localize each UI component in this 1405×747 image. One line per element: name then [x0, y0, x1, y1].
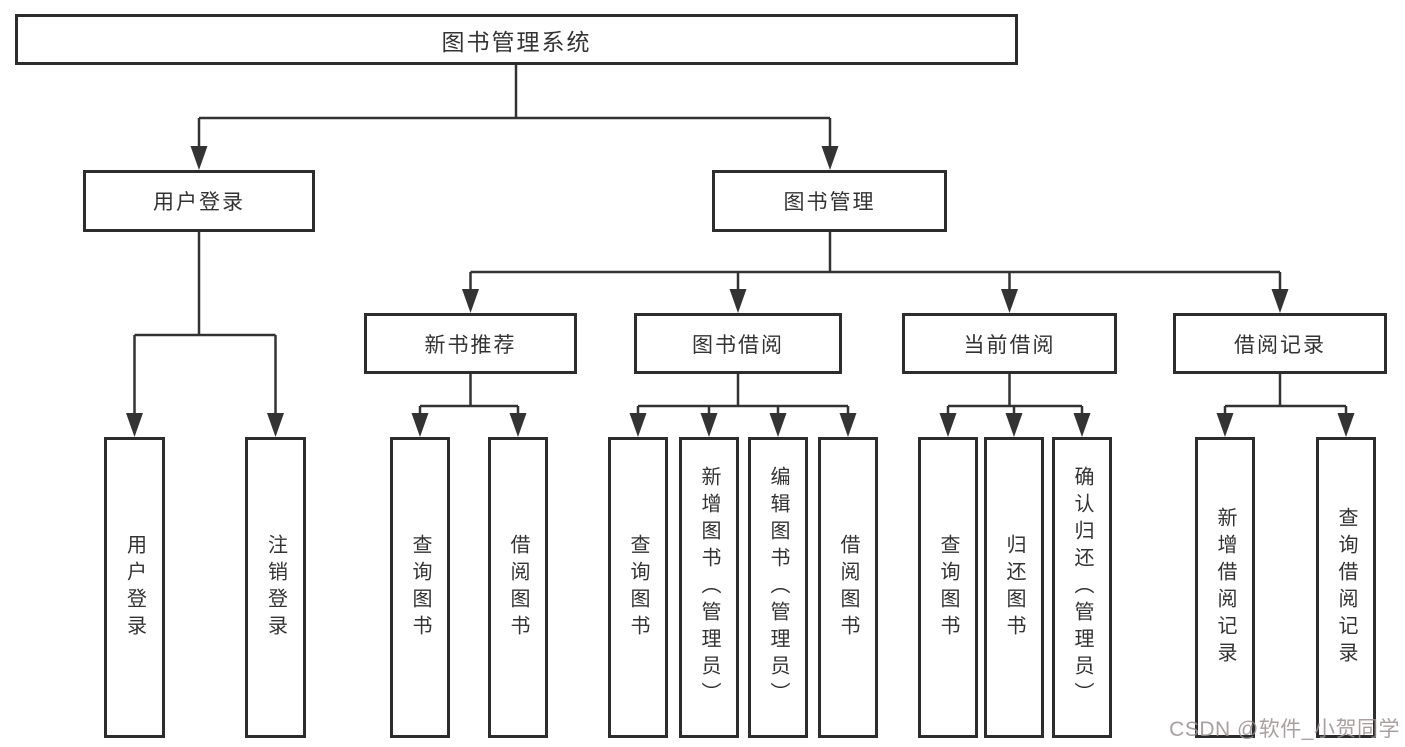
node-user-login: 用户登录 [83, 170, 315, 232]
connector-borrow-records-to-leaves [1223, 374, 1348, 419]
arrowhead-book-borrow [729, 289, 747, 313]
node-book-borrow: 图书借阅 [634, 313, 842, 374]
leaf-query-books-recommend: 查询图书 [390, 437, 450, 738]
connector-book-management-to-level3 [469, 232, 1282, 297]
arrowhead-leaf-user-login [126, 413, 143, 437]
root-node-book-management-system: 图书管理系统 [15, 14, 1018, 65]
arrowhead-current-borrow [1001, 289, 1018, 313]
leaf-query-books-current: 查询图书 [918, 437, 978, 738]
arrowhead-leaf-query-books-recommend [411, 413, 429, 437]
arrowhead-new-book-recommend [462, 289, 479, 313]
arrowhead-leaf-add-borrow-record [1216, 413, 1234, 437]
connector-user-login-to-leaves [133, 232, 277, 419]
leaf-user-login: 用户登录 [104, 437, 165, 738]
leaf-add-books-admin: 新增图书（管理员） [679, 437, 739, 738]
arrowhead-leaf-add-books [700, 413, 718, 437]
arrowhead-borrow-records [1271, 289, 1289, 313]
arrowhead-leaf-confirm-return [1073, 413, 1091, 437]
connector-book-borrow-to-leaves [636, 374, 850, 419]
arrowhead-leaf-borrow-books-recommend [509, 413, 527, 437]
node-new-book-recommend: 新书推荐 [364, 313, 577, 374]
arrowhead-leaf-logout [267, 413, 284, 437]
arrowhead-leaf-edit-books [769, 413, 787, 437]
arrowhead-leaf-borrow-books [839, 413, 857, 437]
connector-new-book-recommend-to-leaves [418, 374, 520, 419]
leaf-confirm-return-admin: 确认归还（管理员） [1052, 437, 1112, 738]
node-current-borrow: 当前借阅 [902, 313, 1117, 374]
connector-current-borrow-to-leaves [946, 374, 1084, 419]
leaf-borrow-books-recommend: 借阅图书 [488, 437, 548, 738]
arrowhead-leaf-query-borrow-record [1337, 413, 1355, 437]
leaf-query-borrow-record: 查询借阅记录 [1316, 437, 1376, 738]
connector-root-to-level2 [197, 65, 832, 152]
arrowhead-book-management [821, 146, 839, 170]
arrowhead-leaf-query-books-current [939, 413, 957, 437]
node-borrow-records: 借阅记录 [1173, 313, 1387, 374]
leaf-return-books: 归还图书 [984, 437, 1044, 738]
watermark: CSDN @软件_小贺同学 [1169, 718, 1400, 741]
leaf-add-borrow-record: 新增借阅记录 [1195, 437, 1255, 738]
leaf-logout: 注销登录 [245, 437, 306, 738]
arrowhead-user-login [190, 146, 208, 170]
leaf-query-books-borrow: 查询图书 [608, 437, 668, 738]
leaf-borrow-books: 借阅图书 [818, 437, 878, 738]
arrowhead-leaf-return-books [1005, 413, 1023, 437]
node-book-management: 图书管理 [712, 170, 947, 232]
leaf-edit-books-admin: 编辑图书（管理员） [748, 437, 808, 738]
arrowhead-leaf-query-books-borrow [629, 413, 647, 437]
